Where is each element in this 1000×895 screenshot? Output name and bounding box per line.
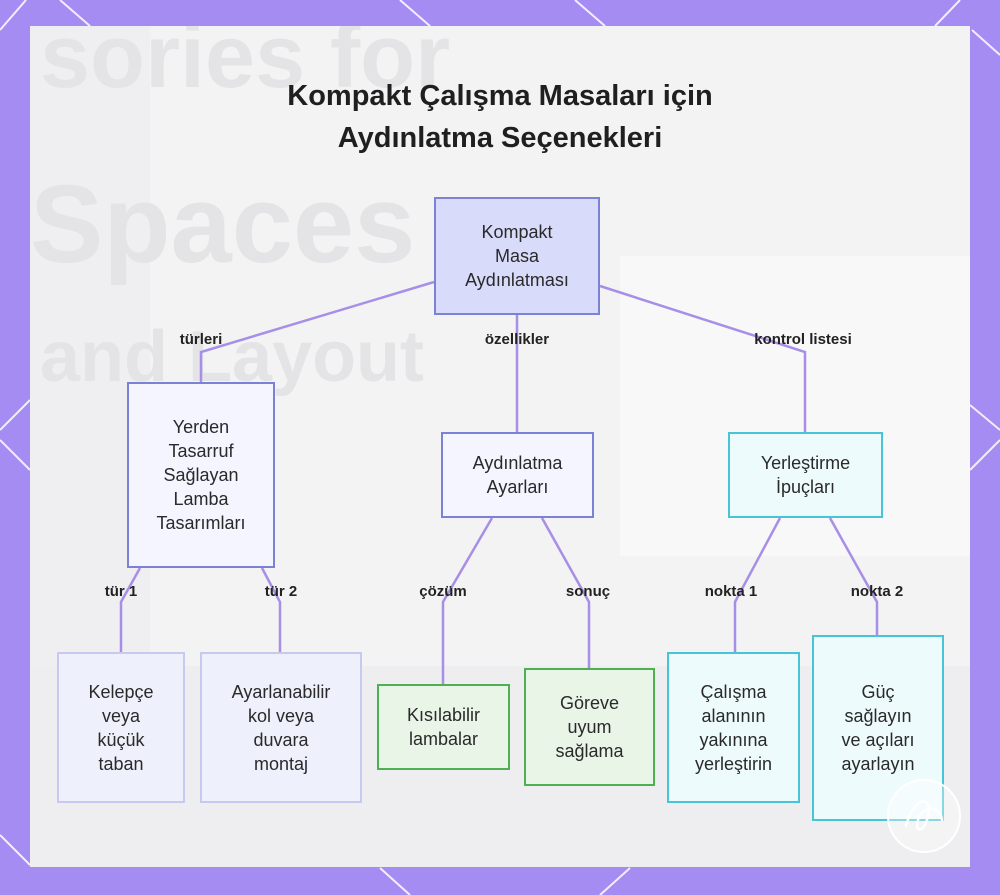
edge-types-type1: [121, 568, 140, 652]
node-text: taban: [88, 752, 153, 776]
edge-label-point1: nokta 1: [705, 583, 758, 601]
node-text: Güç: [841, 680, 914, 704]
node-text: Lamba: [156, 487, 245, 511]
edge-types-type2: [262, 568, 280, 652]
signature-logo-icon: [884, 776, 964, 856]
node-text: ayarlayın: [841, 752, 914, 776]
node-result: Göreve uyum sağlama: [524, 668, 655, 786]
node-type1: Kelepçe veya küçük taban: [57, 652, 185, 803]
node-text: Kelepçe: [88, 680, 153, 704]
node-text: veya: [88, 704, 153, 728]
node-text: küçük: [88, 728, 153, 752]
edge-settings-solution: [443, 518, 492, 684]
edge-label-result: sonuç: [566, 583, 610, 601]
node-text: Çalışma: [695, 680, 772, 704]
node-text: Ayarlanabilir: [232, 680, 331, 704]
node-text: Aydınlatması: [465, 268, 569, 292]
node-text: Tasarruf: [156, 439, 245, 463]
node-text: Tasarımları: [156, 511, 245, 535]
edge-label-type2: tür 2: [265, 583, 298, 601]
node-text: duvara: [232, 728, 331, 752]
node-text: ve açıları: [841, 728, 914, 752]
node-text: sağlayın: [841, 704, 914, 728]
edge-label-types: türleri: [180, 331, 223, 349]
node-text: Kompakt: [465, 220, 569, 244]
node-text: kol veya: [232, 704, 331, 728]
edge-label-checklist: kontrol listesi: [754, 331, 852, 349]
node-text: montaj: [232, 752, 331, 776]
node-point1: Çalışma alanının yakınına yerleştirin: [667, 652, 800, 803]
node-solution: Kısılabilir lambalar: [377, 684, 510, 770]
node-text: lambalar: [407, 727, 480, 751]
node-type2: Ayarlanabilir kol veya duvara montaj: [200, 652, 362, 803]
node-text: Aydınlatma: [473, 451, 563, 475]
edge-tips-point2: [830, 518, 877, 635]
node-text: Masa: [465, 244, 569, 268]
node-settings: Aydınlatma Ayarları: [441, 432, 594, 518]
edge-label-type1: tür 1: [105, 583, 138, 601]
node-text: Kısılabilir: [407, 703, 480, 727]
node-text: yakınına: [695, 728, 772, 752]
edge-label-features: özellikler: [485, 331, 549, 349]
edge-root-types: [201, 282, 434, 382]
node-types: Yerden Tasarruf Sağlayan Lamba Tasarımla…: [127, 382, 275, 568]
node-text: İpuçları: [761, 475, 850, 499]
edge-label-point2: nokta 2: [851, 583, 904, 601]
node-text: uyum: [555, 715, 623, 739]
node-text: yerleştirin: [695, 752, 772, 776]
edge-label-solution: çözüm: [419, 583, 467, 601]
node-text: sağlama: [555, 739, 623, 763]
node-text: Ayarları: [473, 475, 563, 499]
node-text: Göreve: [555, 691, 623, 715]
node-root: Kompakt Masa Aydınlatması: [434, 197, 600, 315]
node-text: Yerleştirme: [761, 451, 850, 475]
edge-root-tips: [600, 286, 805, 432]
node-text: Yerden: [156, 415, 245, 439]
node-text: alanının: [695, 704, 772, 728]
node-tips: Yerleştirme İpuçları: [728, 432, 883, 518]
node-text: Sağlayan: [156, 463, 245, 487]
